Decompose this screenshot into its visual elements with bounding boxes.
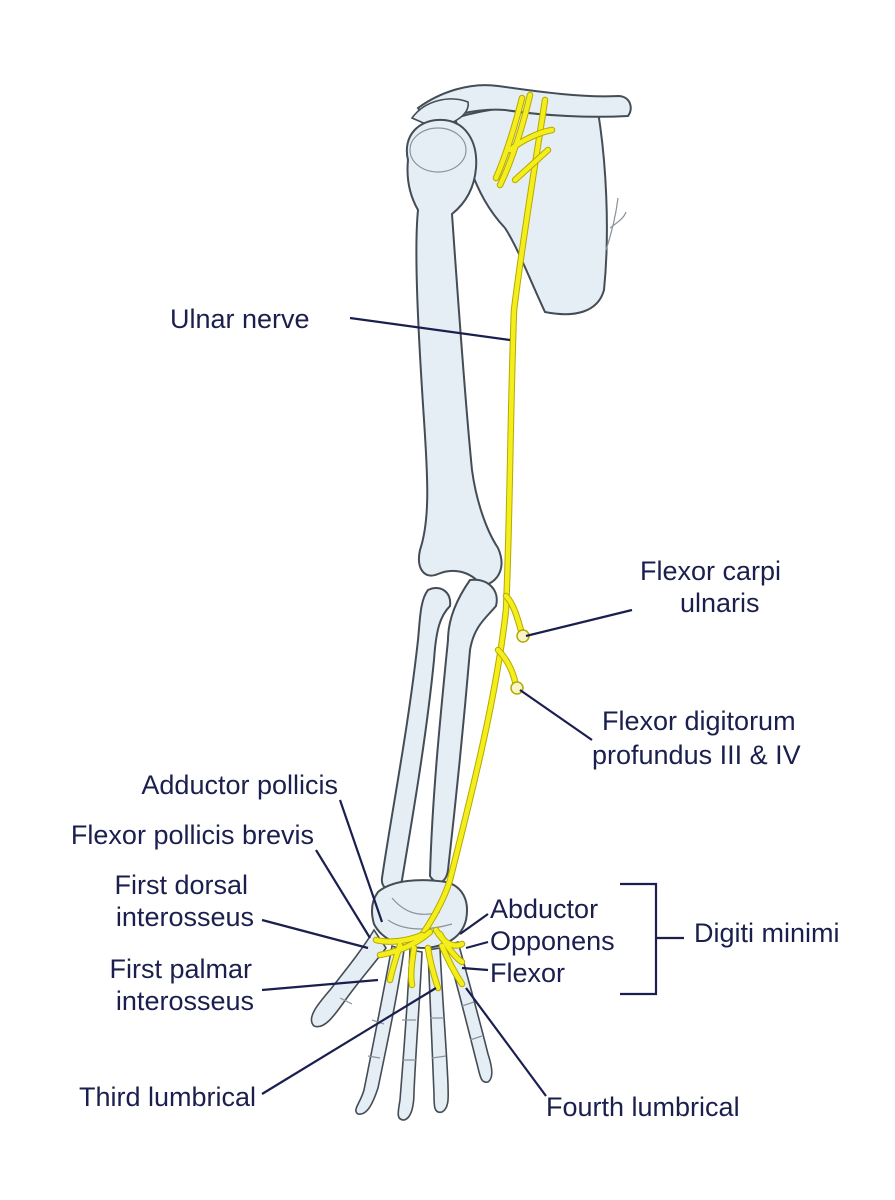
label-opponens: Opponens — [490, 926, 615, 956]
label-flexor-digitorum-line1: Flexor digitorum — [602, 706, 796, 736]
label-flexor-carpi-line1: Flexor carpi — [640, 556, 781, 586]
label-flexor-pollicis-brevis: Flexor pollicis brevis — [71, 820, 314, 850]
arm-skeleton — [311, 85, 630, 1120]
label-first-dorsal-line2: interosseus — [116, 902, 254, 932]
leader-opponens — [466, 942, 488, 948]
digiti-minimi-bracket — [620, 884, 684, 994]
label-flexor-carpi-line2: ulnaris — [680, 588, 760, 618]
label-digiti-minimi: Digiti minimi — [694, 918, 840, 948]
label-first-palmar-line1: First palmar — [109, 954, 252, 984]
label-adductor-pollicis: Adductor pollicis — [141, 770, 338, 800]
label-first-palmar-line2: interosseus — [116, 986, 254, 1016]
label-third-lumbrical: Third lumbrical — [79, 1082, 256, 1112]
label-fourth-lumbrical: Fourth lumbrical — [546, 1092, 740, 1122]
label-ulnar-nerve: Ulnar nerve — [170, 304, 310, 334]
leader-first-dorsal — [262, 920, 368, 948]
artist-signature-mark — [606, 198, 626, 250]
thumb — [311, 930, 386, 1027]
label-abductor: Abductor — [490, 894, 598, 924]
leader-flexor-digitorum — [520, 690, 592, 740]
leader-flexor-carpi — [526, 610, 632, 636]
leader-adductor-pollicis — [340, 800, 382, 922]
leader-first-palmar — [262, 980, 378, 990]
label-flexor: Flexor — [490, 958, 565, 988]
label-flexor-digitorum-line2: profundus III & IV — [592, 740, 801, 770]
label-first-dorsal-line1: First dorsal — [114, 870, 248, 900]
